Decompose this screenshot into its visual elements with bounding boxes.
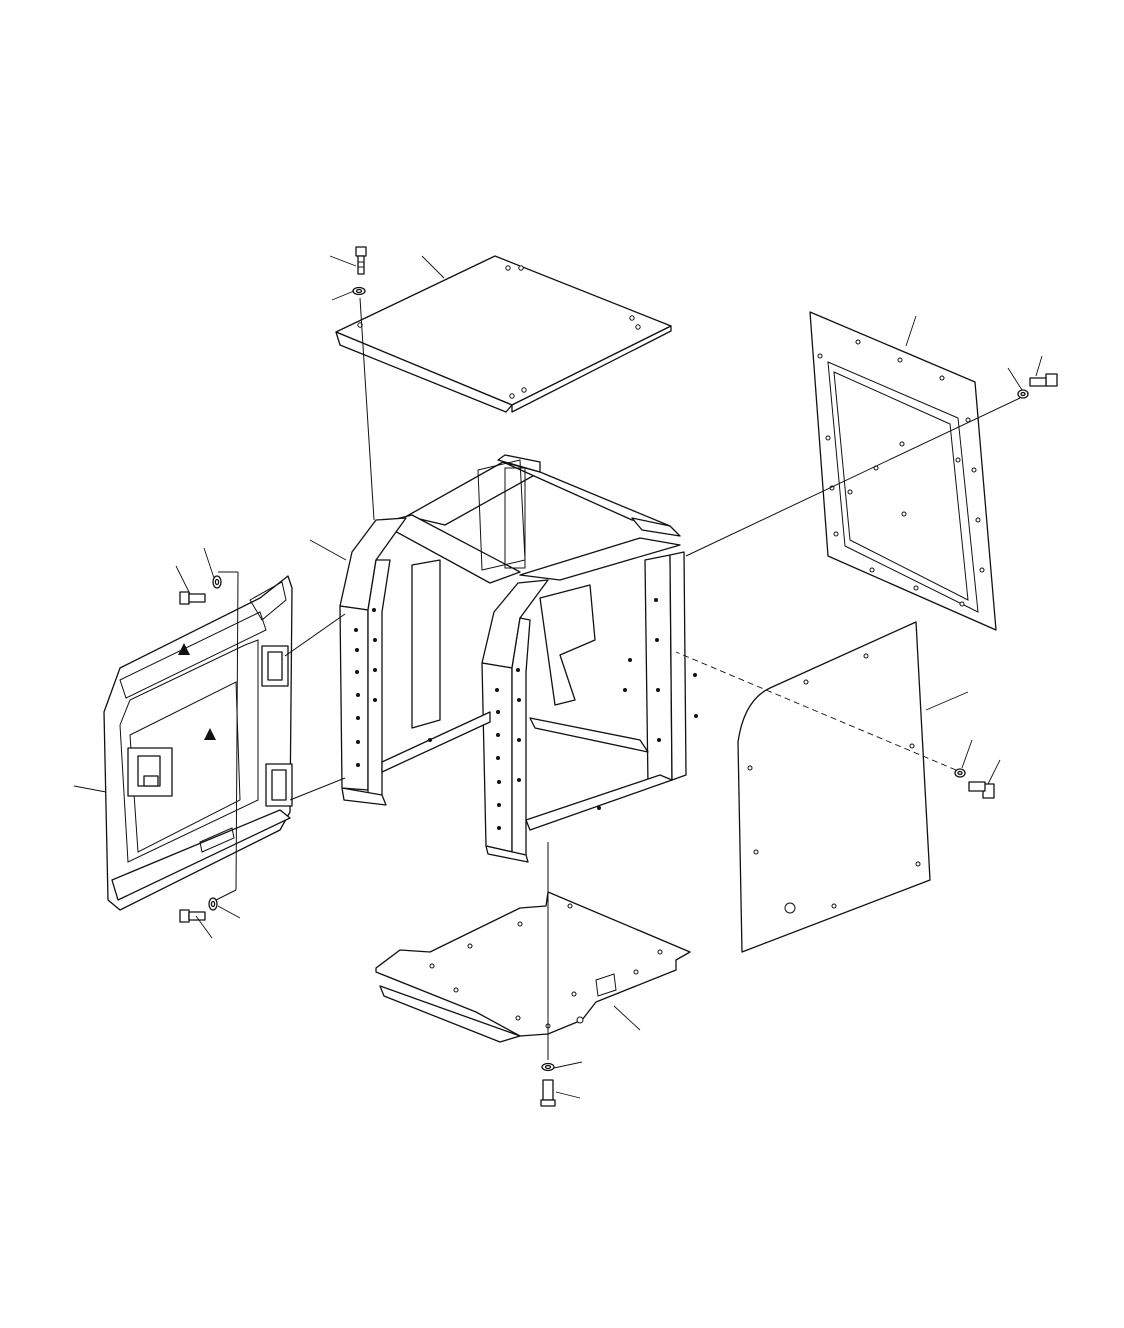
top-bolt — [355, 246, 367, 275]
assembly-line-door-v — [235, 571, 239, 891]
assembly-line-door-bottom-h — [215, 889, 237, 901]
bottom-floor-plate — [375, 891, 691, 1043]
rear-bolt — [1029, 373, 1058, 387]
assembly-line-top — [359, 297, 375, 521]
door-bolt-lower — [179, 909, 206, 923]
assembly-line-hinge-lower — [289, 777, 346, 801]
bottom-washer — [541, 1062, 555, 1072]
door-bolt-upper — [179, 591, 206, 605]
top-cover-plate — [335, 255, 672, 413]
rear-washer — [1017, 389, 1029, 399]
assembly-line-hinge-upper — [284, 613, 346, 657]
right-side-panel — [737, 621, 931, 953]
door-washer-lower — [208, 897, 218, 911]
assembly-line-rear — [685, 397, 1021, 557]
left-door-panel — [103, 575, 293, 911]
bottom-bolt — [540, 1079, 556, 1107]
side-washer — [954, 768, 966, 778]
door-washer-upper — [212, 575, 222, 589]
side-bolt — [968, 781, 995, 799]
rear-inspection-panel — [809, 311, 997, 631]
top-washer — [352, 286, 366, 296]
frame-structure — [339, 454, 698, 863]
callout-leaders — [73, 255, 1043, 1099]
assembly-line-side — [675, 651, 957, 771]
